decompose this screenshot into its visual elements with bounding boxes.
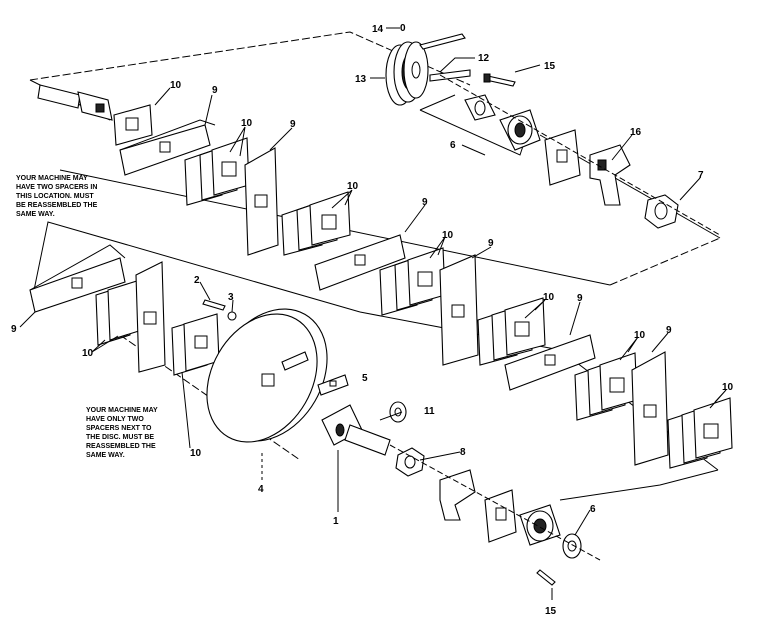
callout-1: 1 (333, 516, 339, 527)
upper-shaft-axis (439, 74, 721, 236)
callout-10-e: 10 (543, 292, 555, 303)
spacer-bar-part-9-a (119, 119, 216, 176)
callout-14: 14 (372, 24, 384, 35)
callout-16: 16 (630, 127, 642, 138)
bracket-part-16 (589, 144, 631, 206)
callout-13: 13 (355, 74, 367, 85)
spacer-stack-part-10-b (184, 137, 250, 206)
callout-15-lower: 15 (545, 606, 557, 617)
set-screw-part-0 (419, 33, 466, 50)
shaft-end-upper (37, 84, 113, 121)
callout-6-upper: 6 (450, 140, 456, 151)
lower-shaft-axis (389, 444, 601, 561)
callout-10-a: 10 (170, 80, 182, 91)
spacer-bar-part-9-d (439, 254, 479, 366)
callout-labels: 0 14 12 15 13 10 9 10 9 6 16 7 10 9 10 9… (11, 23, 734, 617)
bolt-part-2 (202, 299, 226, 311)
spacer-stack-part-10-g (667, 397, 733, 469)
spacer-bar-part-9-g (29, 244, 126, 313)
nut-part-3 (227, 311, 237, 321)
clip-part-5 (317, 374, 349, 396)
hub-shaft-part-1 (321, 404, 391, 456)
callout-0: 0 (400, 23, 406, 34)
key-part-12 (429, 69, 471, 82)
spacer-bar-part-9-c (314, 234, 406, 291)
callout-10-f: 10 (634, 330, 646, 341)
callout-6-lower: 6 (590, 504, 596, 515)
spacer-bar-part-9-f (631, 351, 669, 466)
disc-part-4 (206, 308, 328, 443)
spacer-stack-part-10-h (95, 261, 166, 373)
nut-part-8 (395, 447, 425, 477)
leader-lines (19, 27, 727, 600)
callout-8: 8 (460, 447, 466, 458)
spacer-bar-part-9-b (244, 147, 279, 256)
spacer-bar-part-9-e (504, 334, 596, 391)
callout-15-upper: 15 (544, 61, 556, 72)
spacer-stack-part-10-i (171, 313, 220, 376)
spacer-stack-part-10-e (477, 297, 546, 366)
callout-9-g: 9 (11, 324, 17, 335)
callout-11: 11 (424, 406, 435, 417)
callout-10-c: 10 (347, 181, 359, 192)
plate-upper (544, 129, 581, 186)
callout-9-f: 9 (666, 325, 672, 336)
callout-9-a: 9 (212, 85, 218, 96)
spacer-stack-part-10-f (574, 352, 638, 421)
note-two-spacers: YOUR MACHINE MAY HAVE TWO SPACERS IN THI… (16, 175, 99, 218)
callout-9-d: 9 (488, 238, 494, 249)
nut-part-7 (644, 194, 679, 229)
plate-lower (484, 489, 517, 543)
callout-9-c: 9 (422, 197, 428, 208)
callout-10-g: 10 (722, 382, 734, 393)
callout-10-i: 10 (190, 448, 202, 459)
callout-10-h: 10 (82, 348, 94, 359)
bracket-lower (439, 469, 476, 521)
callout-10-b: 10 (241, 118, 253, 129)
bolt-part-15-lower (536, 569, 556, 586)
callout-3: 3 (228, 292, 234, 303)
washer-part-11 (389, 401, 407, 423)
callout-10-d: 10 (442, 230, 454, 241)
callout-9-b: 9 (290, 119, 296, 130)
callout-7: 7 (698, 170, 704, 181)
bearing-flange-upper (499, 109, 541, 151)
spacer-stack-part-10-c (281, 191, 351, 256)
callout-4: 4 (258, 484, 264, 495)
bolt-part-15-upper (483, 73, 516, 87)
callout-12: 12 (478, 53, 490, 64)
spacer-stack-part-10-d (379, 247, 446, 316)
callout-9-e: 9 (577, 293, 583, 304)
collar-part-6-upper (419, 94, 526, 156)
pulley-part-13 (385, 41, 429, 106)
callout-5: 5 (362, 373, 368, 384)
collar-part-6-lower (562, 533, 582, 559)
spacer-plate-part-10-a (113, 104, 153, 146)
callout-2: 2 (194, 275, 200, 286)
bearing-flange-lower (519, 504, 561, 546)
note-two-spacers-disc: YOUR MACHINE MAY HAVE ONLY TWO SPACERS N… (86, 407, 160, 459)
